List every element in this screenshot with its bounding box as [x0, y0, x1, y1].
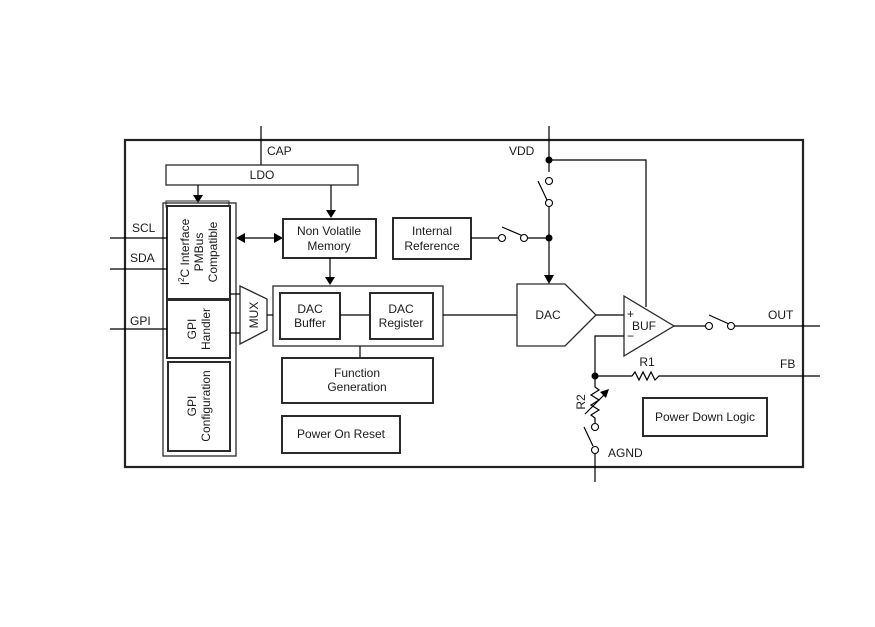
i2c-label-line2: PMBus: [192, 233, 206, 272]
arrow-up-right-icon: [600, 389, 609, 398]
chip-outline: [123, 138, 805, 469]
dac-buffer-line1: DAC: [297, 302, 323, 316]
scl-pin-label: SCL: [132, 221, 156, 235]
arrow-down-icon: [325, 277, 335, 285]
gpi-handler-line2: Handler: [199, 308, 213, 350]
gpi-pin-label: GPI: [130, 314, 151, 328]
buf-feedback-wire: [594, 335, 624, 376]
funcgen-line2: Generation: [327, 380, 386, 394]
arrow-down-icon: [544, 275, 554, 284]
mux-label: MUX: [247, 302, 261, 329]
dac-buffer-line2: Buffer: [294, 316, 326, 330]
agnd-pin-label: AGND: [608, 446, 643, 460]
dac-buffer-block: [279, 292, 341, 340]
arrow-down-icon: [326, 210, 336, 218]
funcgen-line1: Function: [334, 366, 380, 380]
gpi-config-line2: Configuration: [199, 370, 213, 441]
buf-amplifier: [623, 294, 676, 358]
por-label: Power On Reset: [297, 427, 386, 441]
fb-pin-label: FB: [780, 357, 795, 371]
i2c-interface-block: [166, 205, 231, 300]
mux-block: [239, 284, 268, 346]
vdd-switch-blade: [537, 180, 548, 201]
buf-label: BUF: [632, 319, 656, 333]
power-on-reset-block: [281, 415, 401, 454]
arrow-down-icon: [193, 195, 203, 203]
dac-block: [516, 283, 597, 347]
internal-reference-block: [392, 217, 472, 260]
dac-register-line1: DAC: [388, 302, 414, 316]
r2-label: R2: [574, 394, 588, 410]
cap-pin-label: CAP: [267, 144, 292, 158]
ldo-label: LDO: [250, 168, 275, 182]
nvm-line1: Non Volatile: [297, 224, 361, 238]
non-volatile-memory-block: [282, 218, 377, 259]
dac-label: DAC: [535, 308, 561, 322]
switch-contact: [704, 321, 714, 331]
gpi-handler-label: GPI Handler: [185, 308, 213, 350]
switch-contact: [544, 198, 554, 208]
ldo-block: [165, 164, 359, 186]
r2-resistor: [589, 376, 601, 420]
gpi-handler-line1: GPI: [185, 319, 199, 340]
agnd-switch-blade: [583, 426, 594, 447]
r1-label: R1: [639, 355, 655, 369]
buf-plus-label: +: [627, 307, 634, 321]
dac-register-block: [369, 292, 434, 340]
int-ref-line1: Internal: [412, 224, 452, 238]
r1-resistor: [595, 370, 820, 382]
arrow-right-icon: [274, 233, 283, 243]
vdd-to-buf-wire: [549, 159, 647, 307]
arrow-left-icon: [236, 233, 245, 243]
power-down-logic-block: [642, 397, 768, 437]
nvm-line2: Memory: [307, 239, 350, 253]
i2c-interface-label: I2C Interface PMBus Compatible: [177, 218, 220, 285]
ref-switch-blade: [501, 226, 524, 237]
switch-contact: [544, 176, 554, 186]
gpi-configuration-block: [167, 361, 231, 452]
switch-contact: [519, 233, 529, 243]
int-ref-line2: Reference: [404, 239, 460, 253]
gpi-config-line1: GPI: [185, 396, 199, 417]
junction-node: [545, 234, 553, 242]
switch-contact: [590, 422, 600, 432]
buf-minus-label: −: [627, 329, 634, 343]
i2c-label-line3: Compatible: [206, 221, 220, 282]
out-switch-blade: [708, 314, 730, 325]
gpi-configuration-label: GPI Configuration: [185, 370, 213, 441]
vdd-pin-label: VDD: [509, 144, 535, 158]
function-generation-block: [281, 357, 434, 404]
sda-pin-label: SDA: [130, 251, 155, 265]
power-down-label: Power Down Logic: [655, 410, 755, 424]
dac-register-line2: Register: [379, 316, 424, 330]
i2c-label-line1: I2C Interface: [177, 218, 192, 285]
switch-contact: [590, 445, 600, 455]
r2-adjust-line: [584, 393, 606, 415]
out-pin-label: OUT: [768, 308, 794, 322]
switch-contact: [726, 321, 736, 331]
switch-contact: [497, 233, 507, 243]
